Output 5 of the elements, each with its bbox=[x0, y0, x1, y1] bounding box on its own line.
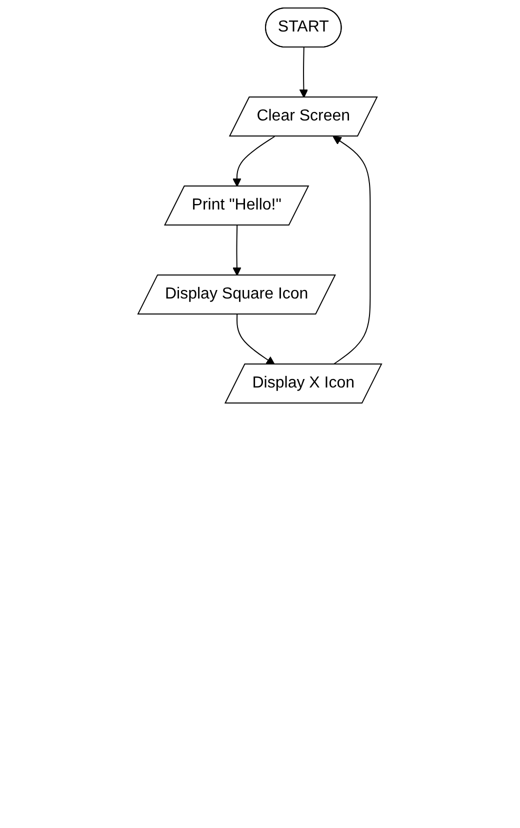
arrow bbox=[236, 314, 276, 365]
arrow bbox=[300, 47, 308, 98]
arrow bbox=[232, 225, 242, 276]
arrow bbox=[232, 136, 276, 187]
arrow bbox=[332, 136, 371, 365]
